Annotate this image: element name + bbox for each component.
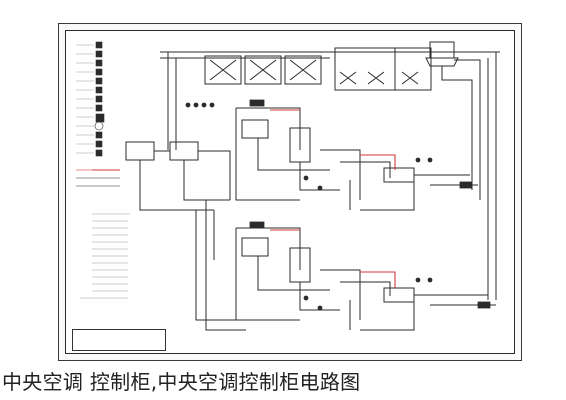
valve-symbols [185, 99, 491, 311]
heat-exchanger-icon-4 [383, 287, 415, 303]
chiller-icon-2 [169, 141, 199, 161]
legend-top [76, 41, 120, 187]
fan-coil-cross-4 [339, 71, 357, 85]
tower-supply-pipe [454, 59, 481, 200]
tower-return-pipe [441, 66, 473, 190]
image-caption: 中央空调 控制柜,中央空调控制柜电路图 [2, 370, 361, 394]
red-control-lines [92, 109, 396, 288]
legend-bottom [80, 213, 130, 299]
fan-coil-unit-3 [284, 55, 322, 85]
heat-exchanger-icon-2 [383, 167, 415, 183]
pipework [125, 41, 500, 331]
fan-coil-unit-1 [204, 55, 242, 85]
fan-coil-cross-3 [289, 59, 317, 81]
fan-coil-unit-4 [334, 47, 396, 91]
cooling-tower-base [425, 57, 459, 67]
fan-coil-unit-2 [244, 55, 282, 85]
valve-icon [185, 102, 191, 108]
cooling-tower-icon [429, 41, 455, 59]
fan-coil-cross-2 [249, 59, 277, 81]
fan-coil-cross-6 [401, 71, 419, 85]
fan-coil-cross-1 [209, 59, 237, 81]
heat-exchanger-icon [241, 119, 269, 139]
drawing-title-block [72, 329, 166, 351]
heat-exchanger-icon-3 [241, 237, 269, 257]
fan-coil-cross-5 [367, 71, 385, 85]
fan-coil-unit-5 [394, 47, 432, 91]
chiller-icon [125, 141, 155, 161]
